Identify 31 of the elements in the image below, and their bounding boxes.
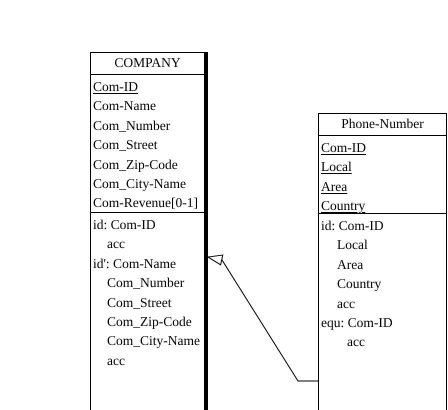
attribute-text: Com_Number xyxy=(107,274,184,292)
attribute-text: Area xyxy=(337,256,364,274)
key-attribute: Com-ID xyxy=(93,78,138,96)
attribute-text: Country xyxy=(337,275,382,294)
key-attribute: Local xyxy=(321,158,352,176)
table-title: COMPANY xyxy=(114,54,181,72)
attribute-text: Com-Name xyxy=(93,97,156,116)
attribute-text: Local xyxy=(337,236,368,254)
attribute-text: Com_Number xyxy=(93,116,170,135)
attribute-text: acc xyxy=(107,235,125,254)
attribute-text: id': Com-Name xyxy=(93,254,176,273)
entity-table xyxy=(318,113,447,410)
attribute-text: acc xyxy=(107,352,125,370)
attribute-text: id: Com-ID xyxy=(93,216,156,234)
attribute-text: equ: Com-ID xyxy=(321,314,393,332)
attribute-text: Com_Street xyxy=(107,294,172,312)
key-attribute: Com-ID xyxy=(321,139,366,157)
attribute-text: acc xyxy=(337,294,355,313)
attribute-text: Com_Zip-Code xyxy=(93,156,178,174)
attribute-text: Com_City-Name xyxy=(107,332,200,350)
attribute-text: id: Com-ID xyxy=(321,217,384,235)
attribute-text: acc xyxy=(347,333,365,352)
attribute-text: Com_Zip-Code xyxy=(107,312,192,331)
key-attribute: Area xyxy=(321,178,348,196)
key-attribute: Country xyxy=(321,197,366,216)
attribute-text: Com_Street xyxy=(93,136,158,154)
attribute-text: Com-Revenue[0-1] xyxy=(93,194,198,212)
entity-table xyxy=(90,52,208,410)
table-title: Phone-Number xyxy=(341,115,424,134)
attribute-text: Com_City-Name xyxy=(93,174,186,193)
connector-arrow xyxy=(208,254,318,382)
